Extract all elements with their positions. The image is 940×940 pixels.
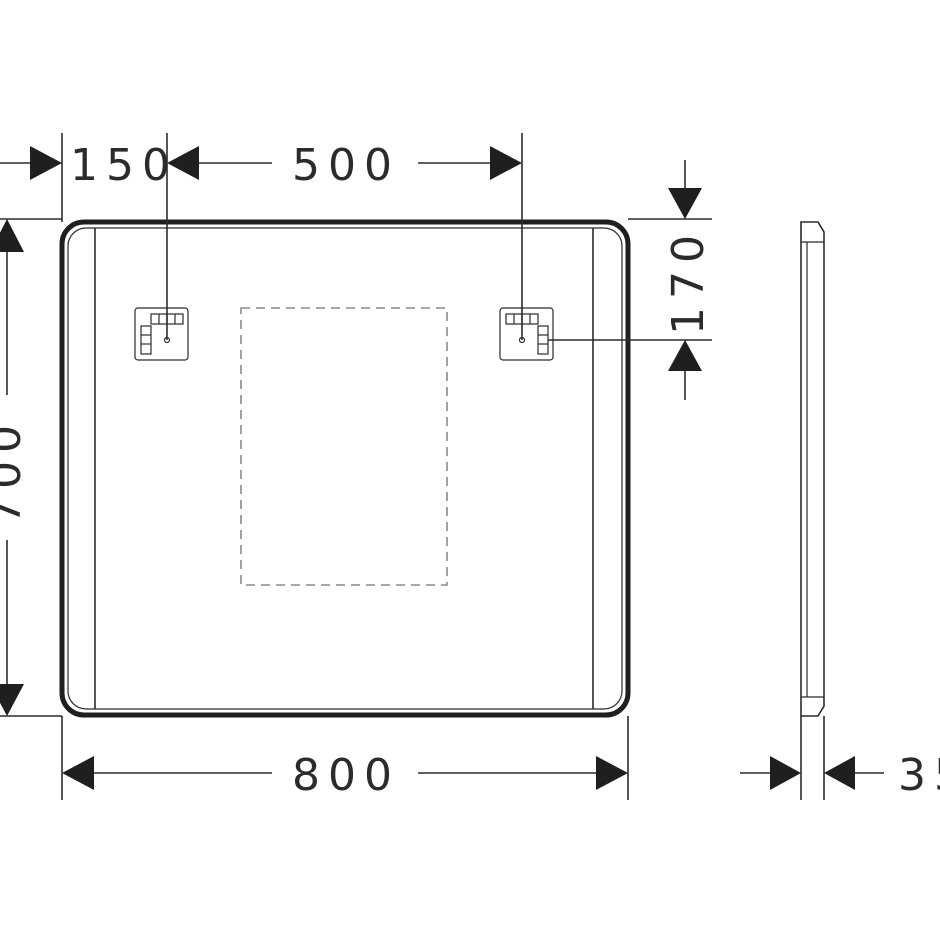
extension-lines	[0, 133, 825, 800]
dimension-label-height: 700	[0, 417, 31, 525]
mirror-side-view	[800, 221, 825, 717]
dimension-depth: 35	[740, 750, 940, 801]
dimension-hole-spacing: 500	[199, 140, 522, 191]
mirror-outer-frame	[59, 219, 631, 718]
dimension-width: 800	[62, 750, 628, 801]
dimension-height: 700	[0, 219, 31, 716]
mirror-inner-frame	[67, 227, 623, 710]
dimension-label-top-offset: 170	[663, 227, 714, 335]
dimension-label-width: 800	[292, 750, 400, 801]
dimension-label-hole-spacing: 500	[292, 140, 400, 191]
dimension-left-offset: 150	[0, 140, 199, 191]
dashed-cutout-area	[240, 307, 448, 586]
right-mounting-bracket	[499, 307, 554, 361]
mirror-front-view	[59, 219, 631, 718]
dimension-label-depth: 35	[898, 750, 940, 801]
left-mounting-bracket	[134, 307, 189, 361]
dimension-label-left-offset: 150	[70, 140, 178, 191]
dimension-top-offset: 170	[663, 160, 714, 400]
